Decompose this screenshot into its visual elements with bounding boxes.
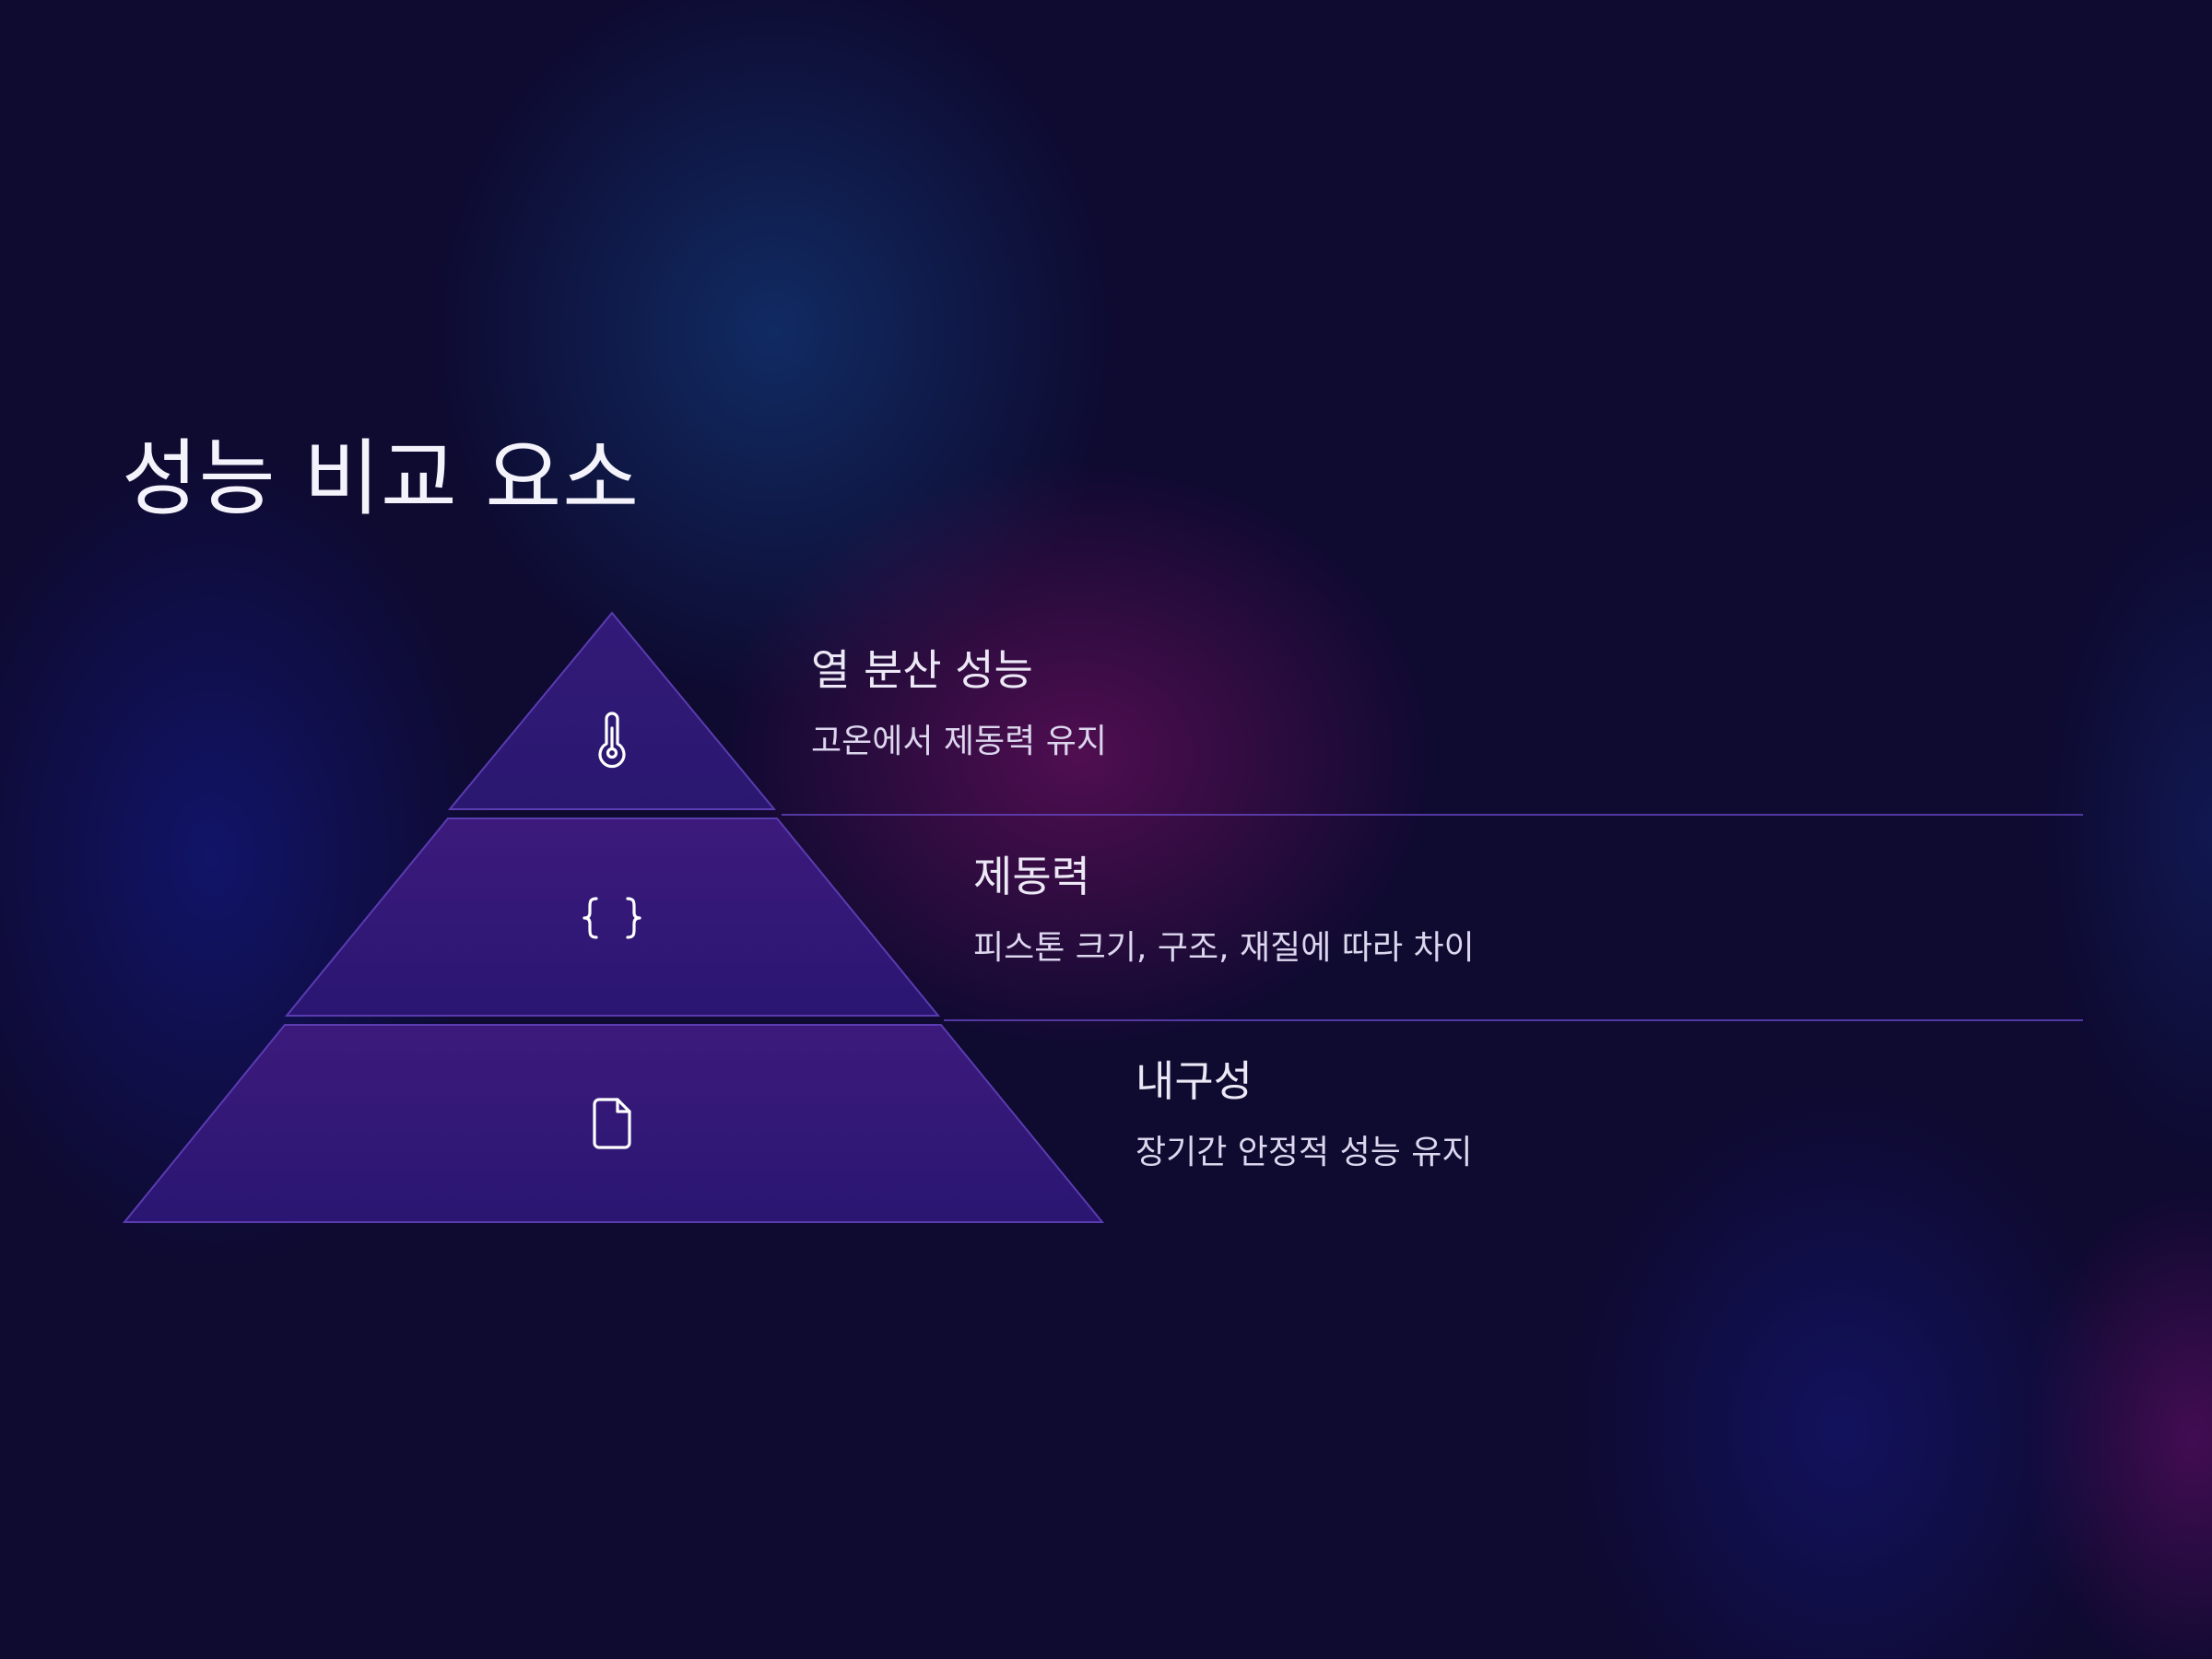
pyramid-tier-1 bbox=[447, 611, 777, 810]
level-2-description: 피스톤 크기, 구조, 재질에 따라 차이 bbox=[973, 929, 1475, 968]
curly-braces-icon bbox=[582, 897, 641, 939]
pyramid-tier-2 bbox=[284, 818, 941, 1017]
thermometer-icon bbox=[598, 712, 626, 769]
level-1-text: 열 분산 성능 고온에서 제동력 유지 bbox=[811, 645, 1107, 761]
level-3-heading: 내구성 bbox=[1135, 1056, 1253, 1106]
level-2-text: 제동력 피스톤 크기, 구조, 재질에 따라 차이 bbox=[973, 852, 1475, 968]
level-3-description: 장기간 안정적 성능 유지 bbox=[1135, 1134, 1473, 1172]
level-1-heading: 열 분산 성능 bbox=[811, 645, 1033, 695]
level-2-heading: 제동력 bbox=[973, 852, 1090, 901]
level-1-description: 고온에서 제동력 유지 bbox=[811, 723, 1107, 761]
divider-line-2 bbox=[944, 1019, 2083, 1021]
document-icon bbox=[593, 1098, 631, 1149]
level-3-text: 내구성 장기간 안정적 성능 유지 bbox=[1135, 1056, 1473, 1172]
slide-title: 성능 비교 요소 bbox=[122, 430, 641, 527]
pyramid-tier-3 bbox=[122, 1024, 1105, 1223]
divider-line-1 bbox=[782, 814, 2083, 816]
